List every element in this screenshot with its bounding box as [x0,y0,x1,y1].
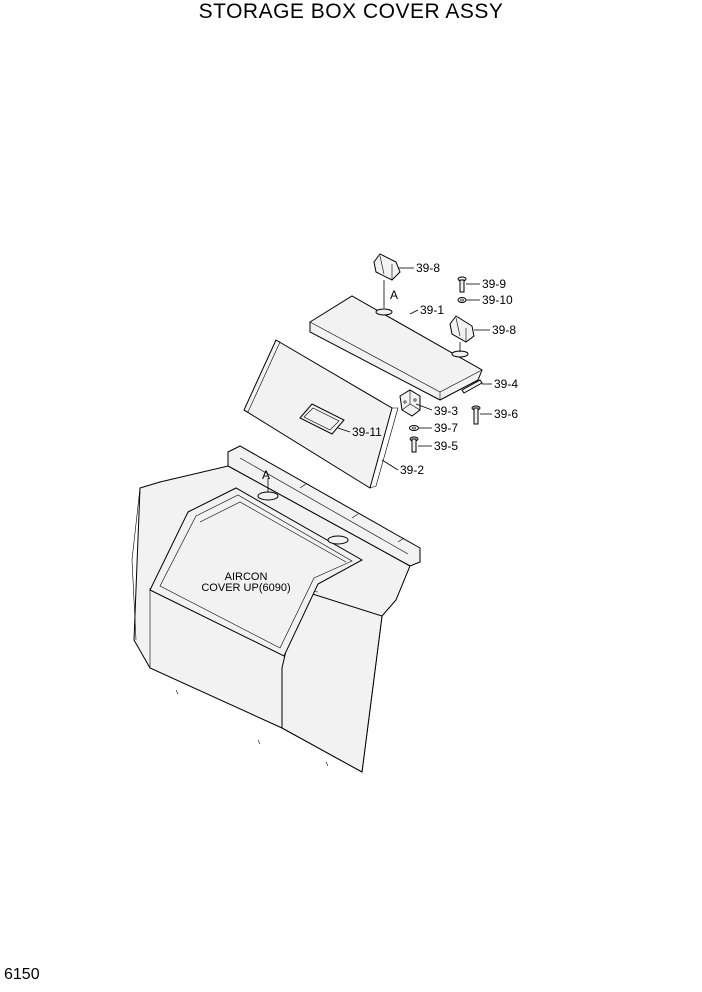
note-line-1: AIRCON [225,571,268,583]
callout-label: 39-8 [416,261,440,275]
bolt-part [471,405,481,425]
hinge-part-right [449,315,475,343]
washer-part-upper [457,297,467,303]
callout-label: 39-4 [494,377,518,391]
screw-part [457,276,467,293]
callout-label: 39-9 [482,277,506,291]
note-line-2: COVER UP(6090) [201,582,290,594]
reference-mark-a-upper: A [390,288,398,302]
pin-part [461,379,483,394]
callout-label: 39-8 [492,323,516,337]
page-number: 6150 [4,966,40,983]
callout-label: 39-11 [352,425,382,439]
console-housing [131,445,421,773]
leader-lines [267,267,492,492]
callout-label: 39-2 [400,463,424,477]
callout-label: 39-1 [420,303,444,317]
callout-label: 39-10 [482,293,513,307]
callout-label: 39-7 [434,421,458,435]
storage-box-cover-panel [243,339,399,489]
washer-part-lower [409,425,419,431]
diagram-title: STORAGE BOX COVER ASSY [198,0,504,23]
bracket-part [399,389,421,417]
bolt-part-lower [409,436,419,453]
upper-cover-plate [309,295,483,401]
hinge-part-upper [373,253,401,281]
callout-label: 39-6 [494,407,518,421]
callout-label: 39-3 [434,404,458,418]
callout-label: 39-5 [434,439,458,453]
reference-mark-a-lower: A [262,468,270,482]
